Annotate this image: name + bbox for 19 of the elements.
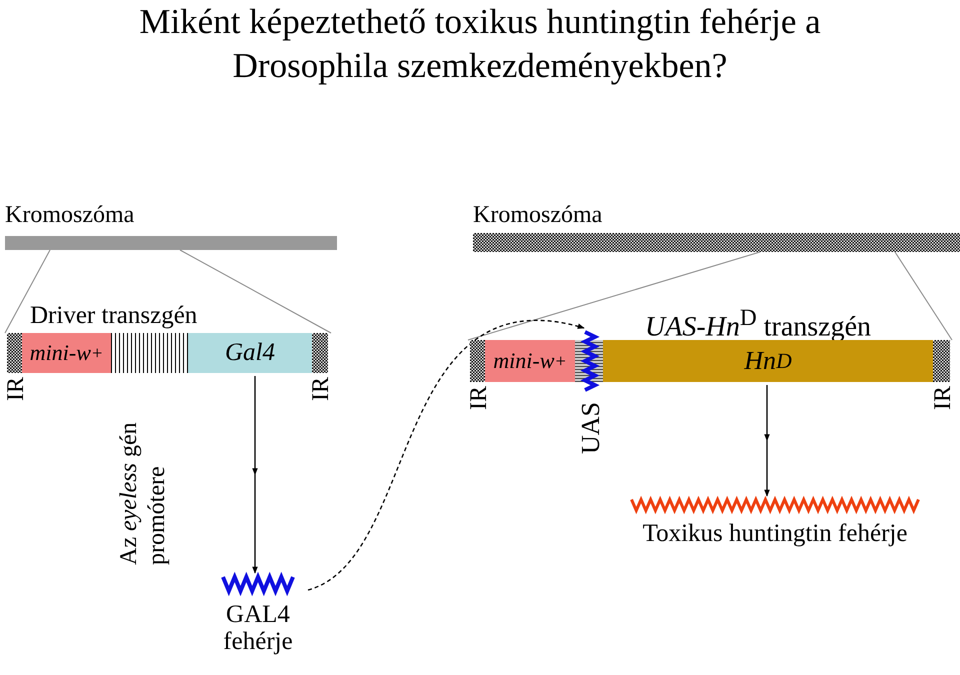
dashed-arrow [308, 320, 585, 591]
connector-line [894, 252, 952, 340]
ir-label: IR [466, 386, 488, 410]
connector-line [180, 250, 332, 334]
diagram-title: Miként képeztethető toxikus huntingtin fehérje a Drosophila szemkezdeményekben? [138, 1, 822, 87]
uas-label: UAS [578, 402, 602, 454]
transgene-heading: Driver transzgén [30, 301, 198, 331]
ir-label: IR [309, 377, 331, 401]
protein-label: Toxikus huntingtin fehérje [642, 520, 908, 547]
protein-label: GAL4 fehérje [222, 601, 294, 655]
chromosome-label: Kromoszóma [473, 201, 602, 230]
ir-label: IR [4, 377, 26, 401]
connector-line [4, 250, 50, 334]
arrow [764, 385, 770, 496]
gene-segment: Gal4 [188, 333, 312, 373]
connector-line [468, 252, 760, 340]
arrow [252, 376, 258, 574]
ir-label: IR [930, 386, 952, 410]
chromosome-label: Kromoszóma [5, 201, 134, 230]
